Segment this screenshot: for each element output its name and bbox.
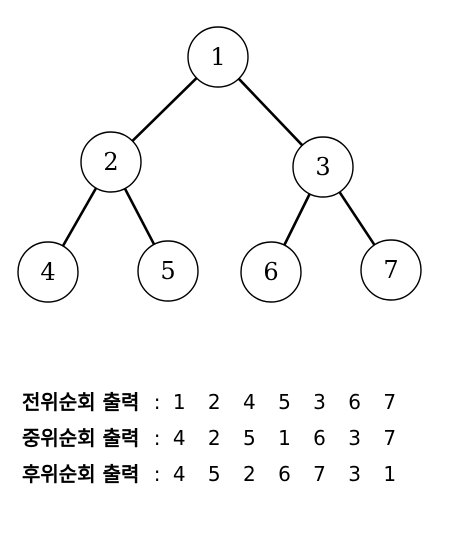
node-circle (292, 136, 354, 198)
node-label: 1 (210, 43, 225, 71)
edge-n1-n3 (237, 77, 304, 147)
node-circle (360, 239, 422, 301)
preorder-separator: : (153, 390, 161, 414)
inorder-line: 중위순회 출력 : 4 2 5 1 6 3 7 (22, 420, 452, 456)
traversal-results: 전위순회 출력 : 1 2 4 5 3 6 7 중위순회 출력 : 4 2 5 … (22, 384, 452, 492)
tree-nodes: 1 2 3 4 5 6 7 (17, 26, 422, 303)
postorder-separator: : (153, 462, 161, 486)
preorder-sequence: 1 2 4 5 3 6 7 (172, 390, 403, 414)
edge-n3-n6 (283, 192, 311, 247)
tree-node-6: 6 (240, 241, 302, 303)
preorder-label: 전위순회 출력 (22, 390, 140, 414)
postorder-line: 후위순회 출력 : 4 5 2 6 7 3 1 (22, 456, 452, 492)
postorder-sequence: 4 5 2 6 7 3 1 (172, 462, 403, 486)
node-label: 3 (315, 153, 330, 181)
tree-node-1: 1 (187, 26, 249, 88)
tree-node-5: 5 (137, 240, 199, 302)
node-label: 6 (263, 258, 278, 286)
node-circle (137, 240, 199, 302)
node-circle (80, 131, 142, 193)
tree-node-4: 4 (17, 241, 79, 303)
preorder-line: 전위순회 출력 : 1 2 4 5 3 6 7 (22, 384, 452, 420)
node-circle (240, 241, 302, 303)
tree-edges (61, 76, 376, 248)
inorder-sequence: 4 2 5 1 6 3 7 (172, 426, 403, 450)
tree-node-3: 3 (292, 136, 354, 198)
postorder-label: 후위순회 출력 (22, 462, 140, 486)
edge-n3-n7 (338, 190, 376, 247)
node-label: 4 (40, 258, 55, 286)
node-label: 5 (160, 257, 175, 285)
edge-n2-n5 (123, 187, 156, 246)
tree-node-7: 7 (360, 239, 422, 301)
edge-n1-n2 (131, 76, 198, 143)
node-circle (187, 26, 249, 88)
inorder-separator: : (153, 426, 161, 450)
tree-node-2: 2 (80, 131, 142, 193)
edge-n2-n4 (61, 186, 98, 248)
node-circle (17, 241, 79, 303)
binary-tree-diagram: 1 2 3 4 5 6 7 (17, 26, 422, 303)
inorder-label: 중위순회 출력 (22, 426, 140, 450)
node-label: 2 (103, 148, 118, 176)
node-label: 7 (383, 256, 398, 284)
